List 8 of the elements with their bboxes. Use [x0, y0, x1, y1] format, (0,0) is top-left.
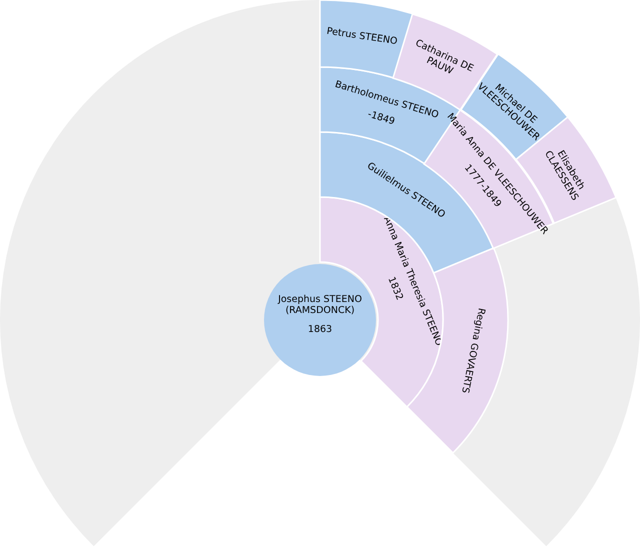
ancestor-segment: [320, 0, 413, 78]
life-dates: 1863: [306, 324, 334, 334]
life-dates: -1849: [365, 108, 398, 130]
person-name: Josephus STEENO (RAMSDONCK): [276, 294, 363, 316]
ancestor-segment: [406, 248, 508, 453]
life-dates: 1832: [384, 274, 406, 304]
person-name: Petrus STEENO: [324, 25, 400, 48]
person-name: Regina GOVAERTS: [458, 306, 488, 396]
